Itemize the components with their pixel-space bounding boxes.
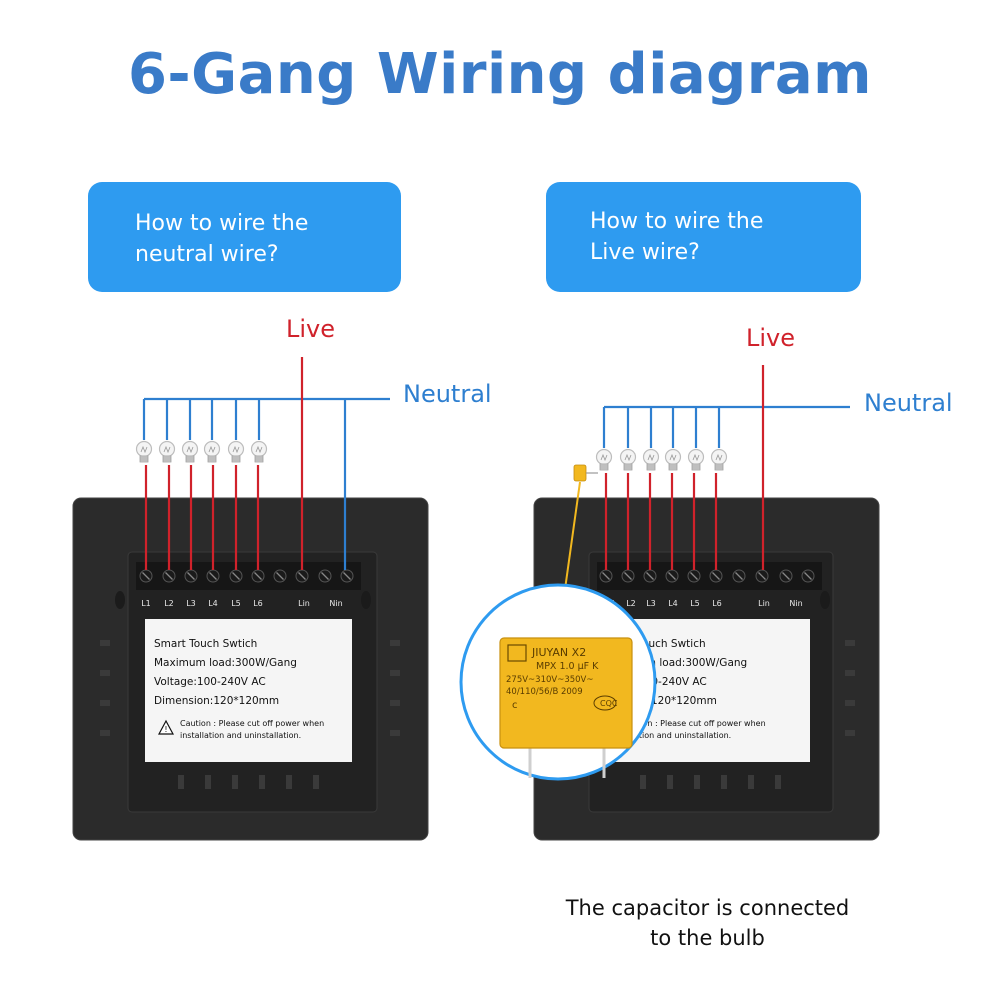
- terminal-label: Lin: [758, 599, 770, 608]
- bulb-icon: [158, 440, 176, 463]
- live-question-text: How to wire the Live wire?: [590, 209, 764, 265]
- capacitor-caption: The capacitor is connected to the bulb: [565, 896, 850, 950]
- left-product-label: Smart Touch Swtich Maximum load:300W/Gan…: [145, 619, 352, 762]
- right-live-wires: [604, 365, 765, 570]
- terminal-label: L5: [231, 599, 241, 608]
- terminal-label: Nin: [789, 599, 802, 608]
- warning-icon: [157, 719, 175, 735]
- capacitor-mark: CQC: [600, 699, 618, 708]
- live-question-box: How to wire the Live wire?: [546, 182, 861, 292]
- terminal-label: L1: [141, 599, 151, 608]
- terminal-label: L5: [690, 599, 700, 608]
- terminal-label: Lin: [298, 599, 310, 608]
- label-line: Voltage:100-240V AC: [154, 676, 266, 688]
- terminal-label: L4: [208, 599, 218, 608]
- terminal-label: L6: [712, 599, 722, 608]
- bulb-icon: [203, 440, 221, 463]
- label-line: Smart Touch Swtich: [154, 638, 257, 650]
- right-live-label: Live: [746, 324, 795, 352]
- label-line: Maximum load:300W/Gang: [154, 657, 297, 669]
- bulb-icon: [619, 448, 637, 471]
- right-neutral-label: Neutral: [864, 389, 953, 417]
- left-live-label: Live: [286, 315, 335, 343]
- caution-line: ution : Please cut off power when: [632, 719, 766, 728]
- terminal-label: Nin: [329, 599, 342, 608]
- caution-line: ation and uninstallation.: [634, 731, 731, 740]
- page-title: 6-Gang Wiring diagram: [127, 42, 873, 107]
- bulb-icon: [710, 448, 728, 471]
- terminal-label: L4: [668, 599, 678, 608]
- terminal-label: L2: [164, 599, 174, 608]
- svg-text:!: !: [164, 725, 167, 734]
- capacitor-text: MPX 1.0 μF K: [536, 661, 599, 672]
- capacitor-zoom-callout: JIUYAN X2 MPX 1.0 μF K 275V~310V~350V~ 4…: [459, 583, 657, 781]
- capacitor-text: 275V~310V~350V~: [506, 675, 593, 685]
- terminal-label: L3: [646, 599, 656, 608]
- bulb-icon: [642, 448, 660, 471]
- brand-logo-icon: [507, 644, 527, 662]
- bulb-icon: [687, 448, 705, 471]
- capacitor-icon: [499, 637, 633, 749]
- left-live-wires: [144, 357, 304, 570]
- left-terminal-labels: L1 L2 L3 L4 L5 L6 Lin Nin: [141, 599, 342, 608]
- bulb-icon: [135, 440, 153, 463]
- bulb-icon: [664, 448, 682, 471]
- left-bulbs: [135, 440, 268, 463]
- caution-line: installation and uninstallation.: [180, 731, 301, 740]
- right-neutral-wires: [602, 405, 850, 448]
- terminal-label: L2: [626, 599, 636, 608]
- capacitor-text: JIUYAN X2: [531, 646, 586, 659]
- left-neutral-wires: [142, 397, 390, 570]
- bulb-icon: [595, 448, 613, 471]
- neutral-question-box: How to wire the neutral wire?: [88, 182, 401, 292]
- right-bulbs: [595, 448, 728, 471]
- bulb-icon: [181, 440, 199, 463]
- caution-line: Caution : Please cut off power when: [180, 719, 324, 728]
- neutral-question-text: How to wire the neutral wire?: [135, 211, 309, 267]
- terminal-label: L3: [186, 599, 196, 608]
- bulb-icon: [227, 440, 245, 463]
- bulb-icon: [250, 440, 268, 463]
- capacitor-text: 40/110/56/B 2009: [506, 687, 583, 697]
- label-line: imum load:300W/Gang: [626, 657, 747, 669]
- label-line: Dimension:120*120mm: [154, 695, 279, 707]
- left-neutral-label: Neutral: [403, 380, 492, 408]
- capacitor-mark: c: [512, 700, 518, 711]
- terminal-label: L6: [253, 599, 263, 608]
